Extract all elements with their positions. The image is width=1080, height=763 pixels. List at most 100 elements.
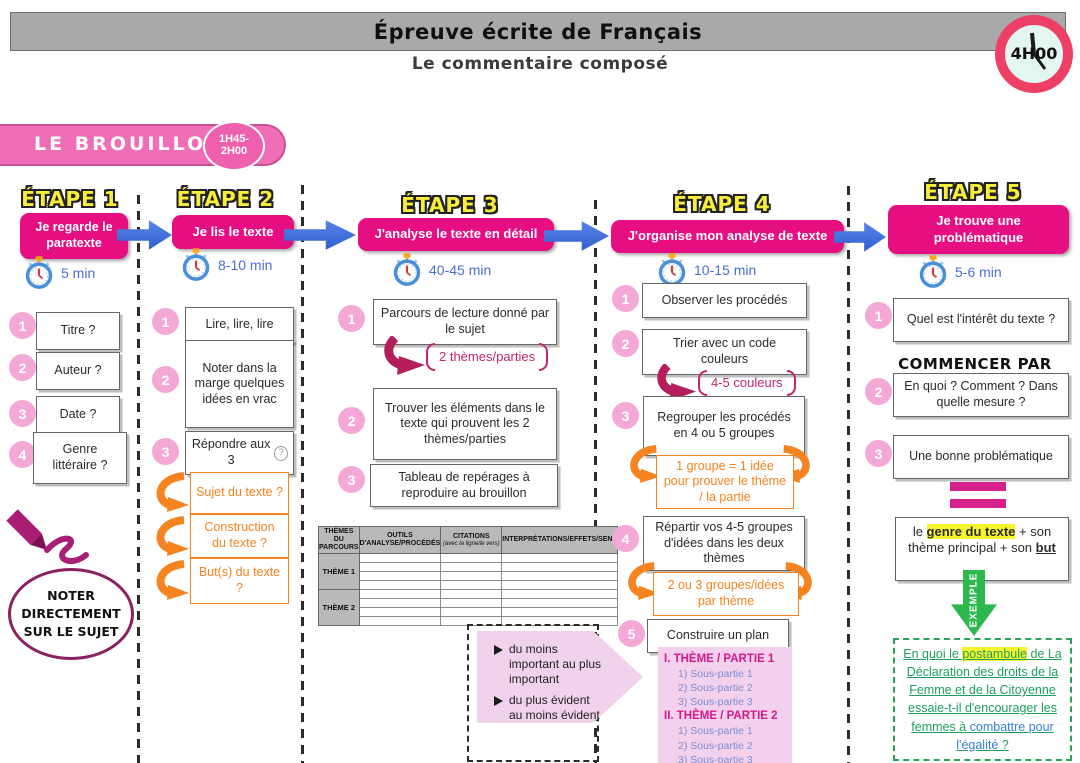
- step-number-badge: 3: [865, 440, 892, 467]
- timer-icon: [919, 255, 947, 288]
- step-number-badge: 2: [338, 407, 365, 434]
- step-4-title: J'organise mon analyse de texte: [611, 220, 844, 253]
- table-row: THÈME 1: [318, 553, 619, 590]
- timer-icon: [182, 248, 210, 281]
- step4-item-3: Regrouper les procédés en 4 ou 5 groupes: [643, 396, 805, 456]
- step-number-badge: 1: [338, 305, 365, 332]
- step-5-title: Je trouve une problématique: [888, 205, 1069, 254]
- table-row: THÈME 2: [318, 589, 619, 626]
- pencil-icon: [6, 509, 89, 564]
- etape-4-heading: ÉTAPE 4: [673, 192, 771, 216]
- formula-but: but: [1035, 540, 1056, 556]
- plan-panel: I. THÈME / PARTIE 1 1) Sous-partie 1 2) …: [658, 647, 792, 763]
- plan-section-2: II. THÈME / PARTIE 2: [664, 710, 778, 723]
- step2-item-2: Noter dans la marge quelques idées en vr…: [185, 340, 294, 428]
- time-step-2: 8-10 min: [218, 257, 273, 273]
- step-number-badge: 2: [9, 354, 36, 381]
- step-3-title: J'analyse le texte en détail: [358, 218, 554, 251]
- step-number-badge: 1: [152, 308, 179, 335]
- plan-subpart: 2) Sous-partie 2: [678, 682, 753, 695]
- problematique-formula: le genre du texte + son thème principal …: [895, 517, 1069, 581]
- formula-highlight: genre du texte: [926, 524, 1016, 539]
- equals-sign: [950, 482, 1006, 491]
- timer-step-5: 5-6 min: [918, 255, 1002, 289]
- bullet-text: du moins important au plus important: [509, 642, 602, 686]
- step-number-badge: 4: [9, 441, 36, 468]
- timer-icon: [393, 253, 421, 286]
- equals-sign: [950, 499, 1006, 508]
- orange-curved-arrow-icon: [156, 516, 189, 556]
- step5-item-2: En quoi ? Comment ? Dans quelle mesure ?: [893, 373, 1069, 417]
- title-banner: Épreuve écrite de Français: [10, 12, 1066, 51]
- orange-curved-arrow-icon: [630, 445, 662, 483]
- formula-text: le: [912, 524, 927, 539]
- triangle-bullet-icon: [494, 696, 503, 706]
- step-number-badge: 3: [152, 438, 179, 465]
- time-step-5: 5-6 min: [955, 264, 1002, 280]
- step-number-badge: 3: [338, 466, 365, 493]
- step4-callout: 4-5 couleurs: [698, 370, 796, 396]
- step2-item-3: Répondre aux 3?: [185, 431, 294, 475]
- step-2-title: Je lis le texte: [172, 215, 294, 249]
- clock-4h-icon: 4H00: [995, 15, 1073, 93]
- step3-item-3: Tableau de repérages à reproduire au bro…: [370, 464, 558, 507]
- step-number-badge: 5: [618, 620, 645, 647]
- step-number-badge: 2: [612, 330, 639, 357]
- brouillon-duration-badge: 1H45- 2H00: [203, 121, 265, 171]
- time-step-3: 40-45 min: [429, 262, 492, 278]
- total-time-label: 4H00: [1010, 44, 1058, 63]
- etape-2-heading: ÉTAPE 2: [176, 187, 275, 211]
- table-header-citations-sub: (avec la ligne/le vers): [442, 540, 500, 547]
- column-divider: [594, 200, 597, 763]
- example-text: En quoi le: [903, 647, 963, 661]
- step1-item-4: Genre littéraire ?: [33, 432, 127, 484]
- theme-2-label: THÈME 2: [318, 589, 360, 626]
- order-note-bullet-2: du plus évident au moins évident: [494, 693, 604, 723]
- step3-callout: 2 thèmes/parties: [426, 343, 548, 371]
- example-highlight: postambule: [962, 647, 1027, 661]
- bullet-text: du plus évident au moins évident: [509, 693, 600, 722]
- formula-text: + son thème principal + son: [908, 524, 1052, 556]
- timer-step-3: 40-45 min: [392, 253, 491, 287]
- page-subtitle: Le commentaire composé: [411, 54, 669, 74]
- plan-subpart: 2) Sous-partie 2: [678, 739, 753, 752]
- step3-callout-label: 2 thèmes/parties: [439, 348, 536, 364]
- etape-5-heading: ÉTAPE 5: [924, 180, 1022, 204]
- note-directly-on-subject: NOTER DIRECTEMENT SUR LE SUJET: [8, 568, 134, 660]
- clock-hands-icon: [1030, 32, 1047, 70]
- etape-1-heading: ÉTAPE 1: [21, 187, 119, 211]
- curved-arrow-down-icon: [384, 336, 425, 375]
- plan-subpart: 3) Sous-partie 3: [678, 753, 753, 763]
- question-mark-icon: ?: [274, 445, 288, 461]
- brouillon-label: LE BROUILLON: [34, 133, 226, 155]
- step-number-badge: 1: [9, 312, 36, 339]
- step1-item-1: Titre ?: [36, 312, 120, 350]
- table-header: CITATIONS (avec la ligne/le vers): [440, 526, 503, 554]
- example-text: de La Déclaration des droits de la Femme…: [906, 647, 1062, 734]
- orange-curved-arrow-icon: [156, 472, 189, 512]
- step5-item-1: Quel est l'intérêt du texte ?: [893, 298, 1069, 342]
- brouillon-banner: LE BROUILLON 1H45- 2H00: [0, 121, 286, 171]
- step-number-badge: 3: [9, 400, 36, 427]
- triangle-bullet-icon: [494, 645, 503, 655]
- theme-1-label: THÈME 1: [318, 553, 360, 590]
- plan-section-1: I. THÈME / PARTIE 1: [664, 653, 775, 665]
- table-header: OUTILS D'ANALYSE/PROCÉDÉS: [358, 526, 442, 554]
- step-number-badge: 1: [612, 285, 639, 312]
- step2-item-1: Lire, lire, lire: [185, 307, 294, 343]
- column-divider: [847, 186, 850, 763]
- column-divider: [301, 185, 304, 763]
- orange-curved-arrow-icon: [156, 560, 189, 600]
- step2-question-2: Construction du texte ?: [190, 514, 289, 558]
- example-text: ?: [998, 737, 1009, 752]
- table-header-row: THÈMES DU PARCOURS OUTILS D'ANALYSE/PROC…: [318, 526, 619, 554]
- commencer-par-heading: COMMENCER PAR: [898, 355, 1052, 373]
- example-problematique: En quoi le postambule de La Déclaration …: [893, 638, 1072, 761]
- etape-3-heading: ÉTAPE 3: [401, 193, 499, 217]
- table-row: [319, 607, 619, 617]
- step4-item-1: Observer les procédés: [642, 283, 807, 318]
- step2-question-1: Sujet du texte ?: [190, 472, 289, 514]
- time-step-1: 5 min: [61, 265, 96, 281]
- step-number-badge: 2: [865, 378, 892, 405]
